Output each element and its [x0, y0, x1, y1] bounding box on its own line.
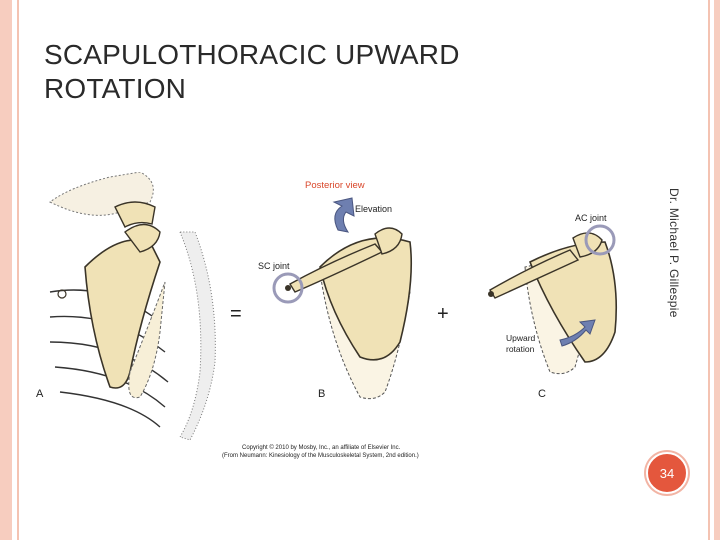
panel-c-label: C: [538, 388, 546, 400]
posterior-view-label: Posterior view: [305, 180, 365, 191]
scapula-rotation-figure: Posterior view Elevation AC joint SC joi…: [30, 172, 670, 472]
panel-a-illustration: [50, 172, 215, 440]
slide-frame-right: [714, 0, 720, 540]
page-number-badge: 34: [646, 452, 688, 494]
elevation-label: Elevation: [355, 204, 392, 214]
panel-b-label: B: [318, 388, 325, 400]
upward-label: Upward: [506, 333, 536, 343]
slide-frame-left: [0, 0, 12, 540]
figure-area: Posterior view Elevation AC joint SC joi…: [30, 172, 670, 472]
sc-joint-label: SC joint: [258, 261, 290, 271]
copyright-line-2: (From Neumann: Kinesiology of the Muscul…: [222, 453, 419, 459]
author-credit: Dr. Michael P. Gillespie: [667, 188, 681, 318]
equals-sign: =: [230, 303, 242, 325]
plus-sign: +: [437, 303, 449, 325]
panel-a-label: A: [36, 388, 44, 400]
slide-title: SCAPULOTHORACIC UPWARD ROTATION: [44, 38, 564, 106]
copyright-line-1: Copyright © 2010 by Mosby, Inc., an affi…: [242, 444, 401, 451]
ac-joint-label: AC joint: [575, 213, 607, 223]
panel-b-illustration: [274, 198, 411, 399]
slide-frame-left-line: [17, 0, 19, 540]
rotation-label: rotation: [506, 344, 535, 354]
slide-frame-right-line: [708, 0, 710, 540]
